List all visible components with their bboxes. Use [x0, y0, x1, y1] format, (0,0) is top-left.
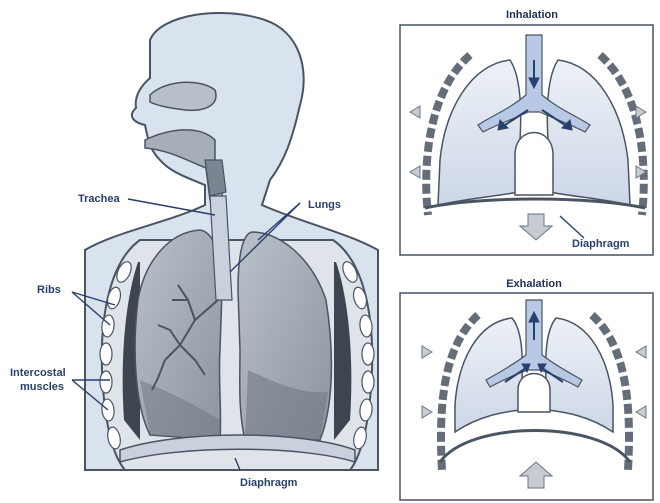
main-figure: Trachea Lungs Ribs Intercostal muscles D… [10, 13, 378, 489]
inhalation-mediastinum [515, 133, 553, 196]
inhalation-title: Inhalation [506, 9, 558, 21]
lungs-label: Lungs [308, 199, 341, 211]
exhalation-title: Exhalation [506, 278, 562, 290]
trachea-label: Trachea [78, 193, 120, 205]
intercostal-label-line1: Intercostal [10, 367, 66, 379]
inhalation-panel: Inhalation Diaph [400, 9, 653, 255]
ribs-label: Ribs [37, 284, 61, 296]
diaphragm-label: Diaphragm [240, 477, 298, 489]
intercostal-label-line2: muscles [20, 381, 64, 393]
inhalation-diaphragm-label: Diaphragm [572, 238, 630, 250]
exhalation-mediastinum [518, 374, 550, 413]
exhalation-panel: Exhalation [400, 278, 653, 500]
